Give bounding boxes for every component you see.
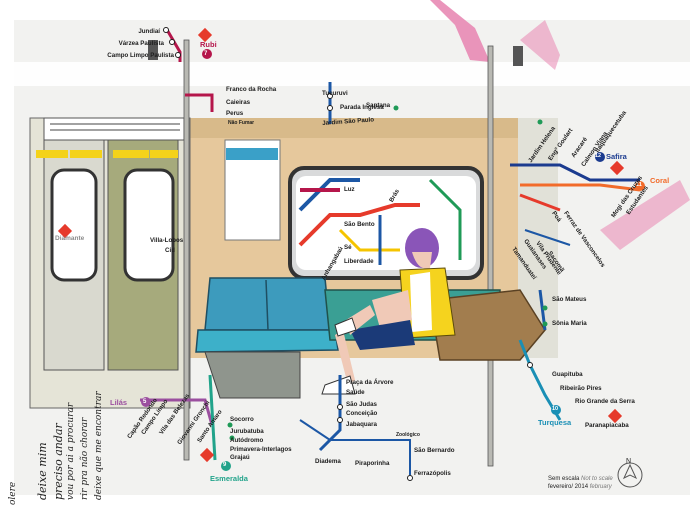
station-label: Jundiaí xyxy=(138,28,160,35)
station-label: Ribeirão Pires xyxy=(560,385,602,392)
compass-rose xyxy=(617,462,643,488)
station-label: Guapituba xyxy=(552,371,583,378)
compass-letter: N xyxy=(626,458,632,465)
scale-en: Not to scale xyxy=(581,476,613,482)
azul-line-south xyxy=(318,375,342,452)
pink-paint-splash xyxy=(395,0,490,62)
station-label: Franco da Rocha xyxy=(226,86,277,93)
station-label: Piraporinha xyxy=(355,460,390,467)
door-window-left xyxy=(50,168,98,282)
line-label-turquesa: Turquesa xyxy=(538,418,572,427)
station-label: Paranapiacaba xyxy=(585,422,629,429)
line-number-turquesa: 10 xyxy=(552,406,559,412)
line-number-coral: 11 xyxy=(636,182,642,188)
scale-note: Sem escala Not to scale xyxy=(548,476,613,482)
scale-pt: Sem escala xyxy=(548,476,580,482)
station-label: Villa-Lobos xyxy=(150,237,184,244)
station-label: São Mateus xyxy=(552,296,587,303)
line-label-diamante: Diamante xyxy=(55,235,85,242)
station-label: Cid xyxy=(165,247,175,254)
station-label: Socorro xyxy=(230,416,254,423)
station-label: Luz xyxy=(344,186,355,193)
station-label: Zoológico xyxy=(396,432,420,438)
pole-left xyxy=(183,39,190,461)
handwriting-line-1: deixe mim xyxy=(36,442,49,500)
station-label: Santana xyxy=(366,102,391,109)
station-label: Sônia Maria xyxy=(552,320,587,327)
station-label: Caieiras xyxy=(226,99,251,106)
station-label: Saúde xyxy=(346,389,365,396)
coral-line xyxy=(520,183,641,192)
station-label: Rio Grande da Serra xyxy=(575,398,635,405)
station-label: Perus xyxy=(226,110,244,117)
brown-bench xyxy=(429,289,546,361)
station-label: Campo Limpo Paulista xyxy=(107,52,174,59)
handwriting-line-4: rir pra não chorar xyxy=(80,417,90,500)
station-label: Sé xyxy=(344,244,352,251)
lilas-line xyxy=(140,398,214,426)
station-label: Primavera-Interlagos xyxy=(230,446,292,453)
blue-seat-base xyxy=(195,329,339,353)
esmeralda-line xyxy=(208,374,217,461)
line-label-lilas: Lilás xyxy=(110,398,128,407)
station-label: Grajaú xyxy=(230,454,250,461)
station-label: Várzea Paulista xyxy=(118,40,164,47)
handwriting-line-5: deixe que me encontrar xyxy=(94,391,104,500)
handwriting-line-2: preciso andar xyxy=(52,423,65,500)
scale-date: fevereiro/ 2014 february xyxy=(548,484,612,490)
station-label: Tucuruvi xyxy=(322,90,348,97)
line-label-rubi: Rubi xyxy=(200,40,217,49)
station-label: São Bernardo xyxy=(414,447,455,454)
line-number-safira: 12 xyxy=(595,153,602,159)
line-label-coral: Coral xyxy=(650,176,670,185)
station-label: Parada Inglesa xyxy=(340,104,384,111)
no-smoking-sign: Não Fumar xyxy=(228,120,255,126)
line-label-safira: Safira xyxy=(606,152,627,161)
safira-line xyxy=(510,163,640,182)
rubi-line xyxy=(164,27,182,62)
station-label: São Bento xyxy=(344,221,375,228)
handwriting-line-3: vou por ai a procurar xyxy=(66,402,76,500)
station-label: Jurubatuba xyxy=(230,428,264,435)
station-label: Liberdade xyxy=(344,258,374,265)
station-label: Ferrazópolis xyxy=(414,470,451,477)
seated-girl-illustration xyxy=(321,228,456,395)
line-number-rubi: 7 xyxy=(204,51,208,57)
station-label: Conceição xyxy=(346,410,378,417)
station-label: Autódromo xyxy=(230,437,264,444)
line-number-esmeralda: 9 xyxy=(223,462,227,468)
door-window-right xyxy=(123,168,175,282)
line-number-lilas: 5 xyxy=(143,399,147,405)
line-label-esmeralda: Esmeralda xyxy=(210,474,248,483)
pole-middle xyxy=(487,45,494,467)
station-label: Praça da Árvore xyxy=(346,379,394,386)
station-label: São Judas xyxy=(346,401,377,408)
scale-date-pt: fevereiro/ 2014 xyxy=(548,484,589,490)
artist-signature: olere xyxy=(8,481,18,505)
scale-date-en: february xyxy=(589,484,612,490)
station-label: Jabaquara xyxy=(346,421,377,428)
station-label: Diadema xyxy=(315,458,341,465)
